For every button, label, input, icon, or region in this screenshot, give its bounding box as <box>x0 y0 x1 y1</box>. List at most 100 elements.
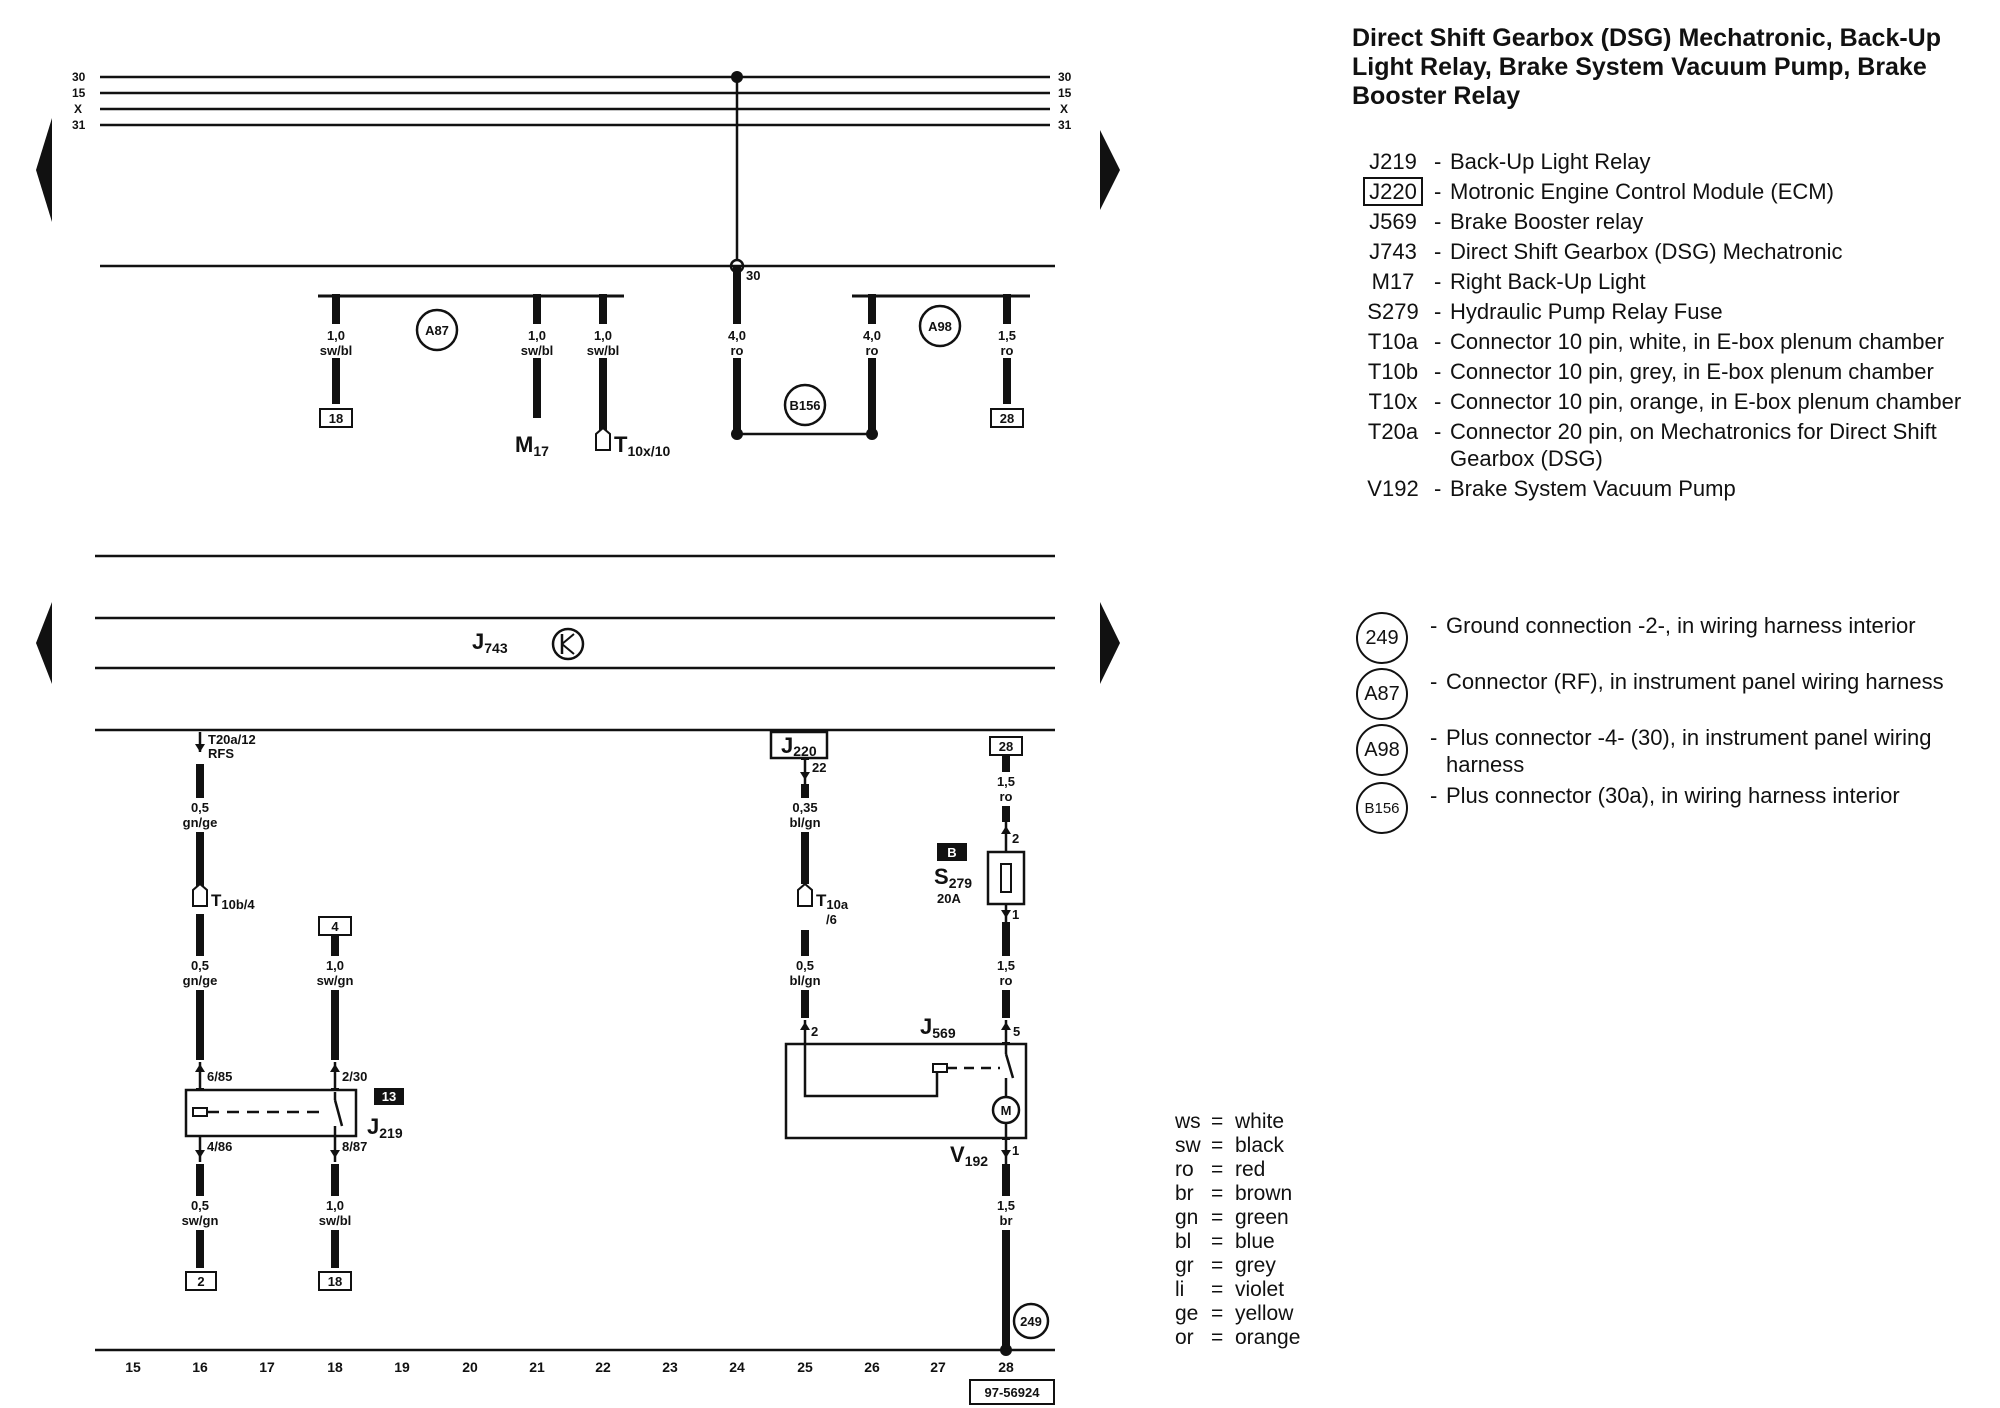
reference-number: 97-56924 <box>985 1385 1041 1400</box>
prev-page-arrow-bottom[interactable] <box>36 602 52 684</box>
connector-a87-circle <box>415 308 459 352</box>
wire-c21-color: sw/bl <box>521 343 554 358</box>
ground-249-circle <box>1012 1302 1050 1340</box>
rail-label-right-15: 15 <box>1058 86 1072 100</box>
junction-dot <box>866 428 878 440</box>
relay-tag: 13 <box>382 1089 396 1104</box>
rail-label-left-15: 15 <box>72 86 86 100</box>
label-mask <box>517 324 557 358</box>
connection-code: A98 <box>1356 724 1408 776</box>
c16-wire3-color: sw/gn <box>182 1213 219 1228</box>
arrow-up-icon <box>195 1064 205 1072</box>
prev-page-arrow-top[interactable] <box>36 118 52 222</box>
label-mask <box>987 324 1027 358</box>
ecm-j220-label: J220 <box>781 733 817 759</box>
label-mask <box>717 324 757 358</box>
column-number: 25 <box>797 1359 813 1375</box>
c16-wire1-color: gn/ge <box>183 815 218 830</box>
color-key-item: sw=black <box>1175 1134 1285 1157</box>
ref-c28-top: 28 <box>1000 411 1014 426</box>
connector-b156-circle <box>783 383 827 427</box>
bus-label-30: 30 <box>746 268 760 283</box>
component-m17: M17 <box>515 432 549 459</box>
c18-wire1-color: sw/gn <box>317 973 354 988</box>
pump-pin: 1 <box>1012 1143 1019 1158</box>
legend-text: Motronic Engine Control Module (ECM) <box>1450 179 1834 204</box>
wire-c28-color: ro <box>1001 343 1014 358</box>
label-mask <box>316 324 356 358</box>
column-number: 19 <box>394 1359 410 1375</box>
supply-rails <box>100 75 1050 127</box>
ref-box-c16 <box>185 1271 217 1291</box>
next-page-arrow-top[interactable] <box>1100 130 1120 210</box>
connection-item: A98-Plus connector -4- (30), in instrume… <box>1352 724 1992 778</box>
c18-wire2-color: sw/bl <box>319 1213 352 1228</box>
label-mask <box>780 798 830 832</box>
ref-c18-bot: 18 <box>328 1274 342 1289</box>
column-number: 20 <box>462 1359 478 1375</box>
legend-code: J743 <box>1369 239 1417 264</box>
legend-item: J219-Back-Up Light Relay <box>1352 148 1992 175</box>
legend-item: S279-Hydraulic Pump Relay Fuse <box>1352 298 1992 325</box>
relay-switch-icon <box>1004 1053 1015 1079</box>
color-key-item: or=orange <box>1175 1326 1301 1349</box>
arrow-up-icon <box>1001 826 1011 834</box>
c16-wire1-size: 0,5 <box>191 800 209 815</box>
arrow-down-icon <box>195 1150 205 1158</box>
relay-coil-wire <box>803 1044 939 1098</box>
column-number: 27 <box>930 1359 946 1375</box>
legend-code: S279 <box>1367 299 1419 324</box>
pump-v192-label: V192 <box>950 1142 988 1169</box>
arrow-up-icon <box>800 1022 810 1030</box>
c16-pin-bot: 4/86 <box>207 1139 232 1154</box>
label-mask <box>996 1140 1024 1164</box>
ref-box-c18-bot <box>318 1271 352 1291</box>
connector-t10x-icon <box>595 426 611 451</box>
relay-coil-icon <box>192 1107 208 1117</box>
connector-t10a-icon <box>797 882 813 907</box>
legend-code: T10x <box>1368 389 1418 414</box>
ground-249-label: 249 <box>1020 1314 1042 1329</box>
module-j743-band <box>95 554 1055 732</box>
wire-c21-size: 1,0 <box>528 328 546 343</box>
legend-text: Right Back-Up Light <box>1450 269 1646 294</box>
next-page-arrow-bottom[interactable] <box>1100 602 1120 684</box>
arrow-down-icon <box>800 772 810 780</box>
legend-text: Connector 10 pin, orange, in E-box plenu… <box>1450 389 1962 414</box>
label-mask <box>190 734 270 764</box>
legend-item: T10a-Connector 10 pin, white, in E-box p… <box>1352 328 1992 355</box>
color-key-item: br=brown <box>1175 1182 1293 1205</box>
c18-wire1-size: 1,0 <box>326 958 344 973</box>
connector-a87-label: A87 <box>425 323 449 338</box>
column-number: 18 <box>327 1359 343 1375</box>
relay-switch-icon <box>333 1099 344 1127</box>
rail-label-left-30: 30 <box>72 70 86 84</box>
label-mask <box>190 1060 240 1088</box>
legend-code: J220 <box>1352 177 1434 206</box>
label-mask <box>986 772 1026 806</box>
fuse-tag: B <box>947 845 956 860</box>
label-mask <box>780 956 830 990</box>
connection-text: Plus connector -4- (30), in instrument p… <box>1446 725 1932 777</box>
fuse-s279-label: S279 <box>934 864 972 891</box>
legend-text: Connector 20 pin, on Mechatronics for Di… <box>1450 419 1937 471</box>
legend-code: T10a <box>1367 329 1419 354</box>
legend-text: Connector 10 pin, grey, in E-box plenum … <box>1450 359 1934 384</box>
wire-c22-size: 1,0 <box>594 328 612 343</box>
legend-item: T10b-Connector 10 pin, grey, in E-box pl… <box>1352 358 1992 385</box>
c25-wire2-size: 0,5 <box>796 958 814 973</box>
label-mask <box>986 956 1026 990</box>
column-number: 26 <box>864 1359 880 1375</box>
c25-wire1-size: 0,35 <box>792 800 817 815</box>
transistor-icon <box>551 627 585 661</box>
c28-wire2-size: 1,5 <box>997 958 1015 973</box>
ref-box-c28-top <box>990 408 1024 428</box>
legend-item: M17-Right Back-Up Light <box>1352 268 1992 295</box>
reference-number-box <box>969 1379 1055 1405</box>
wire-c24-size: 4,0 <box>728 328 746 343</box>
label-mask <box>310 956 360 990</box>
color-key-item: gn=green <box>1175 1206 1289 1229</box>
relay-j219-label: J219 <box>367 1114 403 1141</box>
column-number: 22 <box>595 1359 611 1375</box>
c25-connector-pin: /6 <box>826 912 837 927</box>
